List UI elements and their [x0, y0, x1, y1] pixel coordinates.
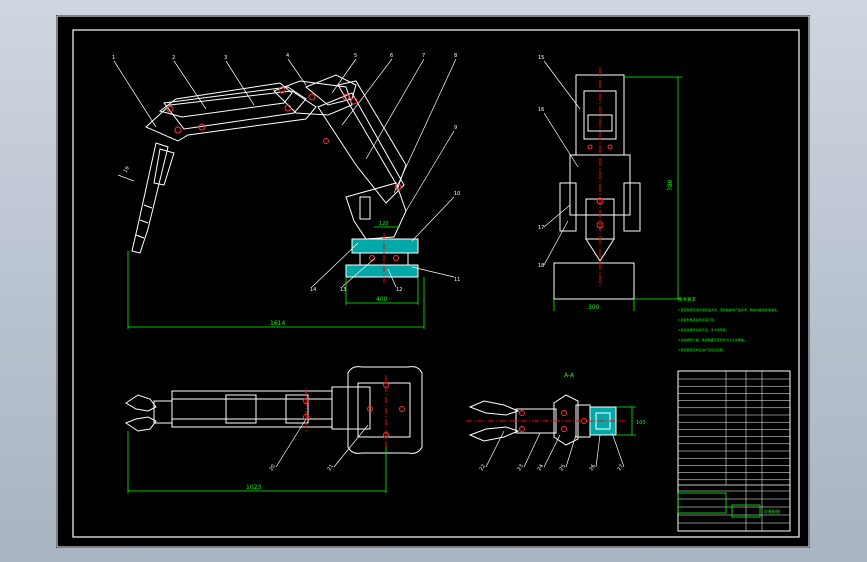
section-label: A-A — [564, 372, 575, 379]
title-drawing-name: 总装配图 — [764, 508, 780, 514]
dim-base-small: 120 — [379, 221, 389, 227]
side-callout-1: 1 — [112, 55, 115, 61]
dim-front-height: 780 — [667, 179, 674, 191]
front-dimensions — [553, 76, 682, 311]
side-callout-3: 3 — [224, 55, 227, 61]
side-pins — [166, 86, 402, 261]
side-shoulder — [345, 182, 407, 240]
side-callout-6: 6 — [390, 53, 393, 59]
side-callout-11: 11 — [454, 277, 460, 283]
side-base-upper — [351, 238, 419, 254]
side-link-upper — [158, 82, 293, 118]
top-callout-21: 21 — [327, 463, 335, 472]
cad-drawing: 1614 400 120 — [56, 15, 810, 548]
dim-side-overall: 1614 — [270, 320, 285, 327]
note-line-5: 5.整机装配完成后进行空载试运转。 — [678, 347, 726, 352]
top-dimensions — [127, 431, 387, 493]
gripper-callout-23: 23 — [517, 463, 525, 472]
front-callout-15: 15 — [538, 55, 544, 61]
note-line-4: 4.减速器剖分面、各接触面及密封处均不允许漏油。 — [678, 337, 747, 342]
dim-top-length: 1023 — [246, 484, 261, 491]
top-base — [347, 366, 423, 454]
side-callout-7: 7 — [422, 53, 425, 59]
inner-border — [72, 29, 800, 538]
dim-front-base: 300 — [588, 304, 600, 311]
side-base-lower — [345, 264, 419, 278]
side-callout-4: 4 — [286, 53, 289, 59]
side-callout-10: 10 — [454, 191, 460, 197]
gripper-callout-25: 25 — [559, 463, 567, 472]
front-callout-16: 16 — [538, 107, 544, 113]
technical-notes: 技术要求 1.装配前所有零件用煤油清洗，滚动轴承用汽油清洗，箱体内壁涂耐油油漆。… — [678, 296, 780, 352]
side-callout-5: 5 — [354, 53, 357, 59]
gripper-callout-27: 27 — [617, 463, 625, 472]
side-upper-arm — [317, 92, 405, 204]
side-callout-14: 14 — [310, 287, 316, 293]
side-callout-8: 8 — [454, 53, 457, 59]
gripper-callout-22: 22 — [479, 463, 487, 472]
title-block: 总装配图 — [677, 370, 791, 532]
note-line-1: 1.装配前所有零件用煤油清洗，滚动轴承用汽油清洗，箱体内壁涂耐油油漆。 — [678, 307, 780, 312]
gripper-callout-26: 26 — [589, 463, 597, 472]
dim-base-width: 400 — [376, 296, 388, 303]
top-view — [124, 366, 423, 493]
gripper-callout-24: 24 — [537, 463, 545, 472]
front-callout-19: 19 — [123, 165, 131, 174]
top-callout-20: 20 — [269, 463, 277, 472]
notes-title: 技术要求 — [678, 296, 696, 303]
side-callout-9: 9 — [454, 125, 457, 131]
side-callout-13: 13 — [340, 287, 346, 293]
front-callout-18: 18 — [538, 263, 544, 269]
front-base — [553, 262, 635, 300]
side-dimensions — [127, 226, 425, 329]
side-view — [113, 58, 457, 329]
front-view — [543, 60, 682, 311]
drawing-sheet: 1614 400 120 — [56, 15, 810, 548]
side-callout-2: 2 — [172, 55, 175, 61]
dim-gripper-width: 100 — [636, 420, 646, 426]
side-callout-12: 12 — [396, 287, 402, 293]
side-leaders — [113, 58, 457, 288]
gripper-detail-view — [466, 394, 636, 468]
front-callout-17: 17 — [538, 225, 544, 231]
note-line-2: 2.装配时各连接件紧固可靠。 — [678, 317, 717, 322]
side-gripper — [131, 142, 175, 254]
side-elbow — [273, 80, 353, 116]
outer-border — [56, 15, 810, 548]
side-link-lower — [145, 90, 317, 142]
note-line-3: 3.各运动部件运动灵活，无卡滞现象。 — [678, 327, 729, 332]
